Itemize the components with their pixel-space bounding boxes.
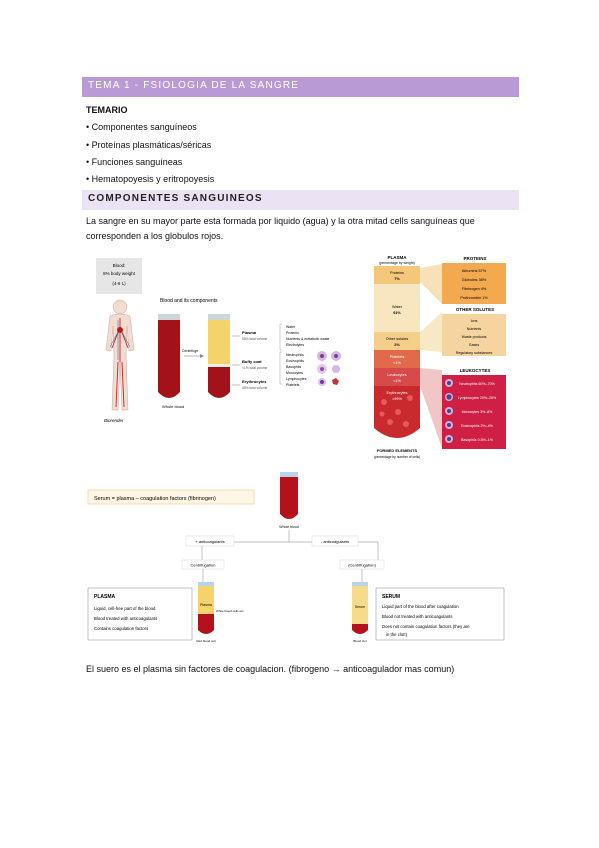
svg-text:PLASMA: PLASMA [388,255,408,260]
svg-text:Platelets: Platelets [286,383,300,387]
svg-text:Monocytes: Monocytes [286,371,303,375]
svg-text:<1%: <1% [393,361,401,365]
whole-blood-tube [158,314,180,398]
svg-text:<1% total volume: <1% total volume [242,366,268,370]
svg-text:<1%: <1% [393,379,401,383]
svg-text:Red blood cell: Red blood cell [196,639,215,643]
svg-text:+ anticoagulants: + anticoagulants [195,539,224,544]
svg-text:Prothrombin 1%: Prothrombin 1% [460,296,488,300]
svg-text:Gases: Gases [469,343,480,347]
svg-text:Plasma: Plasma [200,603,212,607]
svg-text:LEUKOCYTES: LEUKOCYTES [460,368,491,373]
svg-text:Neutrophils: Neutrophils [286,353,304,357]
svg-text:Nutrients & metabolic waste: Nutrients & metabolic waste [286,337,329,341]
svg-text:(Centrifugation): (Centrifugation) [348,563,376,568]
separated-blood-tube [208,314,230,398]
svg-text:- anticoagulants: - anticoagulants [321,539,349,544]
svg-text:Erythrocytes: Erythrocytes [386,391,407,395]
body-label: Blood: [113,263,126,268]
svg-text:Serum: Serum [355,605,365,609]
list-item: • Hematopoyesis y eritropoyesis [86,174,215,184]
svg-text:White blood cells etc.: White blood cells etc. [216,609,245,613]
svg-text:FORMED ELEMENTS: FORMED ELEMENTS [377,448,418,453]
svg-text:Proteins: Proteins [286,331,299,335]
svg-text:>99%: >99% [392,397,402,401]
svg-text:Proteins: Proteins [390,271,404,275]
body-label: (4-6 L) [112,281,126,286]
svg-text:Water: Water [392,305,403,309]
svg-text:Centrifugation: Centrifugation [191,563,216,568]
svg-text:Leukocytes: Leukocytes [387,373,406,377]
list-item: • Componentes sanguíneos [86,122,197,132]
footer-paragraph: El suero es el plasma sin factores de co… [86,664,455,674]
svg-text:Liquid, cell-free part of the: Liquid, cell-free part of the blood [94,606,156,611]
svg-text:OTHER SOLUTES: OTHER SOLUTES [456,307,494,312]
svg-text:Eosinophils 2%–4%: Eosinophils 2%–4% [461,424,494,428]
svg-text:Globulins 38%: Globulins 38% [462,278,487,282]
svg-text:Waste products: Waste products [462,335,487,339]
svg-text:Other solutes: Other solutes [386,337,409,341]
plasma-formed-elements-figure: PLASMA (percentage by weight) Proteins 7… [374,255,506,459]
svg-text:45% total volume: 45% total volume [242,386,267,390]
svg-text:PLASMA: PLASMA [94,594,116,600]
svg-text:Blood clot: Blood clot [353,639,366,643]
svg-text:Monocytes 3%–8%: Monocytes 3%–8% [462,410,494,414]
human-body-icon [105,299,135,411]
blood-components-figure: Blood: 8% body weight (4-6 L) Biorender … [96,258,341,423]
serum-equation: Serum = plasma – coagulation factors (fi… [94,496,216,502]
svg-text:Blood treated with anticoagula: Blood treated with anticoagulants [94,616,157,621]
page-title: TEMA 1 - FSIOLOGIA DE LA SANGRE [88,80,300,91]
svg-text:Liquid part of the blood after: Liquid part of the blood after coagulati… [382,604,459,609]
svg-text:Water: Water [286,325,296,329]
section-header-bar: COMPONENTES SANGUINEOS [82,190,519,210]
svg-text:(percentage by weight): (percentage by weight) [379,261,415,265]
arrow-label: Centrifuge [182,349,198,353]
svg-text:in the clot!): in the clot!) [386,632,408,637]
svg-text:PROTEINS: PROTEINS [463,256,486,261]
svg-text:91%: 91% [393,311,401,315]
svg-text:Platelets: Platelets [390,355,405,359]
brand-label: Biorender [104,418,124,423]
svg-text:SERUM: SERUM [382,594,400,600]
plasma-label: Plasma [242,330,257,335]
svg-text:Whole blood: Whole blood [279,525,299,529]
tube-label: Whole blood [162,404,184,409]
svg-text:Electrolytes: Electrolytes [286,343,304,347]
section-title: COMPONENTES SANGUINEOS [88,193,263,204]
svg-text:Ions: Ions [471,319,478,323]
section-header-bar: TEMA 1 - FSIOLOGIA DE LA SANGRE [82,77,519,97]
svg-text:Nutrients: Nutrients [467,327,482,331]
svg-text:Does not contain coagulation f: Does not contain coagulation factors (th… [382,624,470,629]
serum-plasma-figure: Serum = plasma – coagulation factors (fi… [87,472,505,643]
buffy-label: Buffy coat [242,359,262,364]
svg-text:Regulatory substances: Regulatory substances [456,351,493,355]
svg-text:(percentage by number of cells: (percentage by number of cells) [374,455,420,459]
svg-text:Fibrinogen 4%: Fibrinogen 4% [462,287,487,291]
svg-text:Blood not treated with anticoa: Blood not treated with anticoagulants [382,614,452,619]
svg-text:Eosinophils: Eosinophils [286,359,304,363]
svg-text:Contains coagulation factors: Contains coagulation factors [94,626,148,631]
svg-text:Lymphocytes 20%–25%: Lymphocytes 20%–25% [458,396,497,400]
list-item: • Proteínas plasmáticas/séricas [86,140,212,150]
svg-text:Basophils: Basophils [286,365,301,369]
body-label: 8% body weight [103,271,136,276]
svg-text:55% total volume: 55% total volume [242,337,267,341]
svg-text:2%: 2% [394,343,400,347]
svg-text:Lymphocytes: Lymphocytes [286,377,307,381]
svg-text:7%: 7% [394,277,400,281]
svg-text:Neutrophils 60%–70%: Neutrophils 60%–70% [459,382,495,386]
erythrocytes-label: Erythrocytes [242,379,267,384]
components-title: Blood and its components [160,298,218,304]
svg-text:Basophils 0.5%–1%: Basophils 0.5%–1% [461,438,494,442]
list-item: • Funciones sanguíneas [86,157,183,167]
paragraph-line: corresponden a los globulos rojos. [86,231,224,241]
paragraph-line: La sangre en su mayor parte esta formada… [86,216,475,226]
svg-text:Albumins 57%: Albumins 57% [462,269,487,273]
temario-heading: TEMARIO [86,105,128,115]
